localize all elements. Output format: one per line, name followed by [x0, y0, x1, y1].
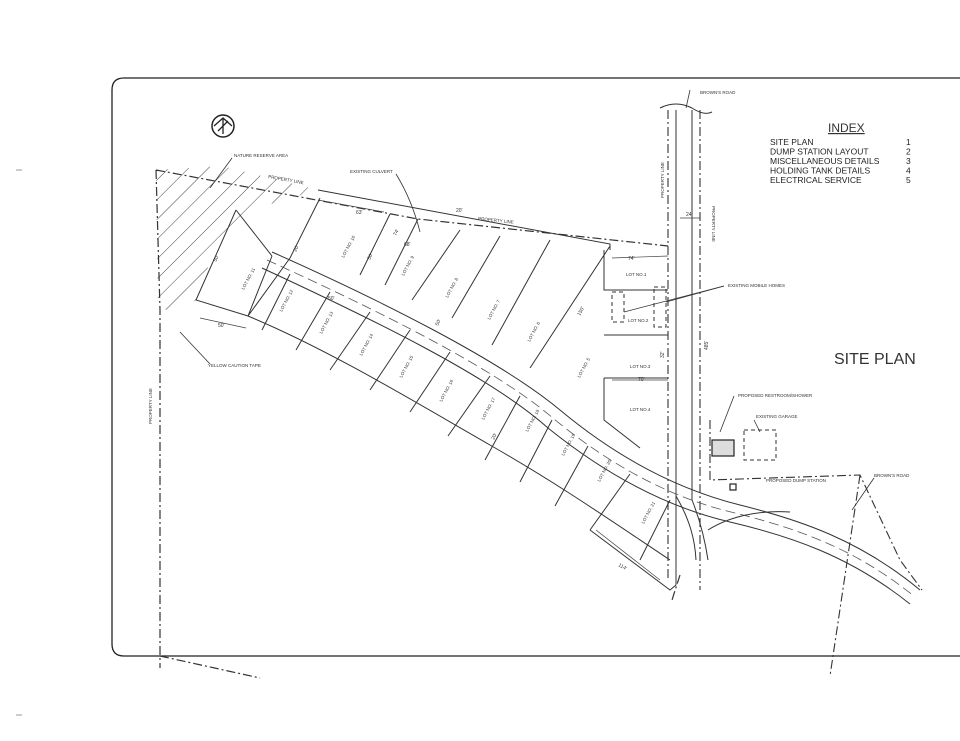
label-property-line-left: PROPERTY LINE [148, 388, 153, 424]
dimension-label: 485' [704, 341, 710, 350]
lot-label: LOT NO. 19 [560, 432, 576, 456]
road-connector [675, 495, 791, 561]
index-item-page: 4 [906, 166, 911, 176]
lot-label: LOT NO. 20 [596, 458, 612, 482]
dimension-label: 68' [404, 242, 411, 248]
dimension-label: 63' [356, 210, 363, 216]
browns-road-vertical [659, 103, 713, 585]
north-arrow-icon [211, 114, 235, 138]
lot-label: LOT NO. 14 [358, 332, 374, 356]
dimension-line [199, 199, 700, 581]
internal-road [261, 267, 911, 605]
label-yellow-caution-tape: YELLOW CAUTION TAPE [208, 363, 261, 368]
lot-label: LOT NO. 18 [524, 408, 540, 432]
index-item-page: 1 [906, 137, 911, 147]
lot-label: LOT NO. 11 [240, 267, 256, 291]
lot-label: LOT NO.4 [630, 407, 651, 412]
lot-label: LOT NO.2 [628, 318, 649, 323]
label-proposed-restroom: PROPOSED RESTROOM/SHOWER [738, 393, 813, 398]
property-line [155, 169, 681, 679]
mobile-home [653, 286, 667, 328]
lot-label: LOT NO.1 [626, 272, 647, 277]
dimension-label: 32' [660, 351, 666, 358]
lot-label: LOT NO. 21 [640, 500, 656, 524]
label-existing-culvert: EXISTING CULVERT [350, 169, 393, 174]
label-browns-road-right: BROWN'S ROAD [874, 473, 910, 478]
mobile-home [611, 291, 625, 323]
index-item-page: 5 [906, 175, 911, 185]
dimension-label: 20' [490, 432, 498, 441]
index-item-name: SITE PLAN [770, 137, 813, 147]
property-line-road-right [699, 110, 923, 677]
lot-label: LOT NO. 6 [526, 321, 541, 343]
existing-garage [743, 429, 777, 461]
upper-lot-back-line [317, 189, 611, 250]
lot-label: LOT NO. 7 [486, 299, 501, 321]
lower-lot-divider [261, 273, 671, 561]
dimension-label: 74' [628, 256, 635, 262]
index-item-page: 3 [906, 156, 911, 166]
dimension-label: 24' [686, 212, 693, 218]
dimension-label: 70' [638, 377, 645, 383]
lower-lot-front [247, 315, 671, 561]
label-browns-road-top: BROWN'S ROAD [700, 90, 736, 95]
leader-line [685, 89, 691, 109]
leader-line [395, 173, 421, 233]
lot-label: LOT NO. 8 [444, 277, 459, 299]
dimension-label: 20' [456, 208, 463, 214]
label-property-line-mid: PROPERTY LINE [478, 216, 514, 225]
internal-road [271, 251, 921, 591]
proposed-restroom-building [711, 439, 735, 457]
lot-label: LOT NO. 10 [340, 234, 356, 258]
lot-label: LOT NO. 13 [318, 310, 334, 334]
upper-lot-boundary [289, 197, 668, 449]
dimension-label: 50' [212, 254, 220, 263]
lot-21-boundary [589, 529, 677, 591]
leader-line [209, 157, 233, 189]
dimension-label: 20' [292, 244, 300, 253]
label-property-line-top: PROPERTY LINE [268, 174, 304, 185]
index-item-name: DUMP STATION LAYOUT [770, 147, 869, 157]
lot-label: LOT NO. 16 [438, 378, 454, 402]
page-title: SITE PLAN [834, 351, 916, 368]
label-property-line-road-right: PROPERTY LINE [711, 206, 716, 242]
internal-road-centerline [266, 259, 916, 598]
index-title: INDEX [828, 121, 865, 135]
index-item-name: HOLDING TANK DETAILS [770, 166, 870, 176]
dimension-label: 50' [434, 318, 442, 327]
label-proposed-dump-station: PROPOSED DUMP STATION [766, 478, 826, 483]
nature-reserve-area [156, 166, 318, 312]
index-item-page: 2 [906, 147, 911, 157]
index-item-name: ELECTRICAL SERVICE [770, 175, 862, 185]
dimension-label: 50' [218, 323, 225, 329]
lot-label: LOT NO.3 [630, 364, 651, 369]
lot-label: LOT NO. 9 [400, 255, 415, 277]
leader-line [851, 477, 875, 511]
label-property-line-road-left: PROPERTY LINE [660, 162, 665, 198]
lot-label: LOT NO. 5 [576, 357, 591, 379]
dimension-label: 74' [392, 228, 400, 237]
label-nature-reserve: NATURE RESERVE AREA [234, 153, 288, 158]
index-item-name: MISCELLANEOUS DETAILS [770, 156, 880, 166]
dimension-label: 150' [576, 306, 586, 317]
label-existing-garage: EXISTING GARAGE [756, 414, 798, 419]
sheet-border [111, 77, 960, 657]
left-lot-boundary [195, 209, 291, 317]
lot-label: LOT NO. 15 [398, 354, 414, 378]
proposed-dump-station [729, 483, 737, 491]
leader-line [719, 395, 735, 433]
dimension-label: 114' [617, 562, 628, 572]
lot-label: LOT NO. 17 [480, 396, 496, 420]
dimension-label: 50' [328, 296, 335, 302]
dimension-label: 50' [366, 252, 374, 261]
leader-line [665, 285, 725, 303]
label-existing-mobile-homes: EXISTING MOBILE HOMES [728, 283, 785, 288]
leader-line [179, 331, 211, 365]
